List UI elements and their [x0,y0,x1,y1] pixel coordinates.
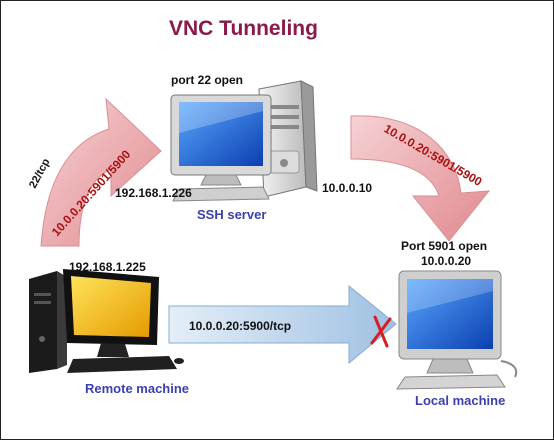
ssh-server-name: SSH server [197,207,267,222]
diagram-title: VNC Tunneling [169,17,318,40]
remote-machine-name: Remote machine [85,381,190,396]
remote-machine-ip: 192.168.1.225 [69,260,146,274]
local-machine-name: Local machine [415,393,506,408]
remote-machine-icon [29,269,184,373]
ssh-server-port-label: port 22 open [171,73,244,87]
ssh-server-ip-left: 192.168.1.226 [115,186,192,200]
local-machine-port-label: Port 5901 open [401,239,488,253]
left-curve-port-label: 22/tcp [27,156,53,190]
ssh-server-icon [170,80,318,202]
right-curved-arrow [350,115,491,242]
local-machine-ip: 10.0.0.20 [421,254,472,268]
local-machine-icon [396,270,518,390]
direct-arrow-label: 10.0.0.20:5900/tcp [189,319,292,333]
red-x-icon [370,315,392,348]
ssh-server-ip-right: 10.0.0.10 [322,181,373,195]
left-curved-arrow [40,97,162,247]
